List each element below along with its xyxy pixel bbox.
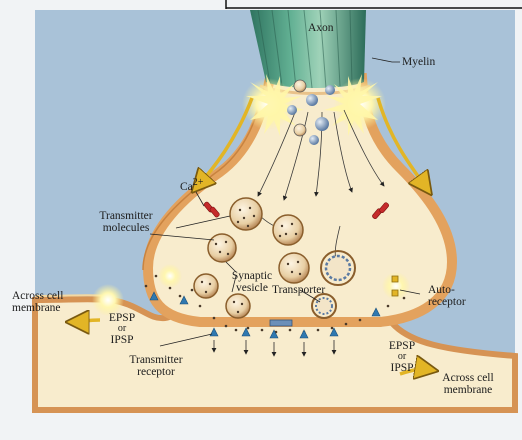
postsynaptic-receptor-icon [149, 291, 381, 357]
label-axon: Axon [308, 22, 334, 34]
label-across-membrane-right-line-2: membrane [443, 384, 493, 396]
label-epsp-left-line-1: EPSP [108, 312, 136, 324]
label-transmitter-receptor-line-2: receptor [137, 366, 175, 378]
synaptic-vesicle-icon [193, 197, 310, 319]
label-epsp-right: EPSP or IPSP [384, 340, 420, 374]
label-transmitter-molecules: Transmitter molecules [84, 210, 168, 234]
transmitter-molecules-cleft [144, 274, 406, 334]
depolarization-arrows [72, 97, 432, 374]
label-transmitter-receptor: Transmitter receptor [120, 354, 192, 378]
label-across-membrane-left-line-1: Across cell [12, 290, 64, 302]
label-autoreceptor-line-2: receptor [428, 296, 466, 308]
label-epsp-left-line-3: IPSP [110, 334, 134, 346]
label-synaptic-vesicle-line-2: vesicle [236, 282, 268, 294]
leader-lines [149, 57, 421, 347]
label-transmitter-molecules-line-2: molecules [102, 222, 150, 234]
label-synaptic-vesicle-line-1: Synaptic [231, 270, 273, 282]
label-epsp-left-line-2: or [117, 323, 127, 334]
label-synaptic-vesicle: Synaptic vesicle [224, 270, 280, 294]
label-calcium-symbol: Ca [180, 180, 193, 193]
label-transmitter-receptor-line-1: Transmitter [129, 354, 183, 366]
label-across-membrane-left-line-2: membrane [12, 302, 61, 314]
label-myelin: Myelin [402, 56, 436, 68]
label-autoreceptor: Auto- receptor [428, 284, 466, 308]
label-epsp-right-line-1: EPSP [388, 340, 416, 352]
label-calcium-charge: 2+ [192, 177, 204, 188]
autoreceptor-icon [391, 275, 399, 297]
label-across-membrane-left: Across cell membrane [12, 290, 63, 314]
label-transmitter-molecules-line-1: Transmitter [99, 210, 153, 222]
label-epsp-right-line-3: IPSP [390, 362, 414, 374]
label-across-membrane-right: Across cell membrane [432, 372, 504, 396]
label-epsp-right-line-2: or [397, 351, 407, 362]
axon-vesicles [287, 79, 335, 145]
label-across-membrane-right-line-1: Across cell [442, 372, 494, 384]
label-epsp-left: EPSP or IPSP [104, 312, 140, 346]
label-autoreceptor-line-1: Auto- [428, 284, 455, 296]
label-transporter: Transporter [272, 284, 326, 296]
label-calcium: Ca2+ [180, 178, 203, 193]
calcium-channel-icon [203, 201, 389, 220]
recycling-vesicle-icon [320, 250, 356, 286]
